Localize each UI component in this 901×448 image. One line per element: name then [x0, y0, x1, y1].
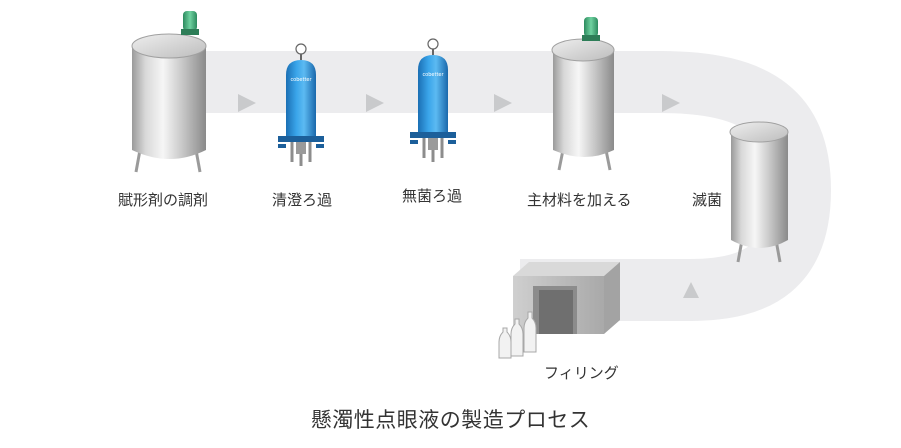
svg-text:cobetter: cobetter [290, 77, 312, 83]
step-label-filling: フィリング [544, 364, 619, 382]
svg-text:cobetter: cobetter [422, 72, 444, 78]
filling-booth-icon [513, 262, 620, 334]
filter-housing-icon: cobetter [278, 43, 324, 166]
step-label-prep: 賦形剤の調剤 [118, 191, 209, 209]
flow-arrow-icon [683, 282, 699, 298]
mixing-tank-icon [551, 17, 615, 171]
bottle-icon [498, 327, 512, 359]
conveyor-belt [200, 51, 832, 321]
flow-arrow-icon [494, 94, 512, 112]
step-label-add-main: 主材料を加える [527, 191, 632, 209]
step-label-sterilize: 滅菌 [692, 191, 723, 209]
flow-arrow-icon [238, 94, 256, 112]
bottle-icon [510, 318, 524, 357]
flow-arrow-icon [366, 94, 384, 112]
bottle-icon [523, 311, 537, 353]
step-label-clarify: 清澄ろ過 [272, 191, 333, 209]
filter-housing-icon: cobetter [410, 38, 456, 162]
sterilizer-tank-icon [729, 121, 789, 263]
mixing-tank-icon [131, 11, 207, 173]
step-label-sterile-filter: 無菌ろ過 [402, 187, 463, 205]
page-title: 懸濁性点眼液の製造プロセス [310, 408, 591, 432]
flow-arrow-icon [662, 94, 680, 112]
